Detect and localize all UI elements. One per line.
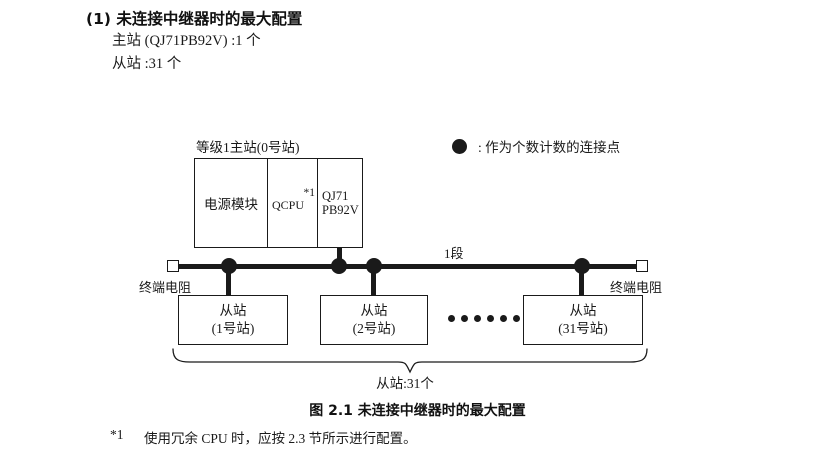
ellipsis-dots	[448, 315, 520, 322]
filled-circle-icon	[452, 138, 467, 154]
ellipsis-dot	[448, 315, 455, 322]
connection-point-slave-31	[574, 258, 590, 274]
ellipsis-dot	[487, 315, 494, 322]
slave-station-31-line1: 从站	[569, 303, 597, 318]
slave-station-1-box: 从站 (1号站)	[178, 295, 288, 345]
legend-text: : 作为个数计数的连接点	[478, 140, 621, 155]
ellipsis-dot	[474, 315, 481, 322]
connection-point-master	[331, 258, 347, 274]
cpu-module-label: QCPU	[272, 197, 305, 212]
segment-label: 1段	[444, 246, 464, 261]
heading-section: (1) 未连接中继器时的最大配置 主站 (QJ71PB92V) :1 个 从站 …	[86, 8, 646, 76]
drop-line-slave-1	[226, 268, 231, 296]
page-title: (1) 未连接中继器时的最大配置	[86, 8, 646, 30]
slave-station-2-line1: 从站	[360, 303, 388, 318]
drop-line-slave-31	[579, 268, 584, 296]
network-module-label-line1: QJ71	[322, 189, 349, 203]
section-number: (1)	[86, 10, 111, 28]
slave-station-2-line2: (2号站)	[352, 321, 396, 336]
terminator-right-label: 终端电阻	[610, 280, 663, 295]
cpu-module-slot: QCPU *1	[268, 159, 318, 247]
figure-caption: 图 2.1 未连接中继器时的最大配置	[0, 400, 821, 420]
connection-point-slave-2	[366, 258, 382, 274]
footnote: *1 使用冗余 CPU 时，应按 2.3 节所示进行配置。	[110, 427, 417, 447]
network-module-label-line2: PB92V	[322, 203, 359, 217]
bus-line	[174, 264, 642, 269]
figure-caption-text: 图 2.1 未连接中继器时的最大配置	[309, 403, 526, 419]
footnote-marker: *1	[110, 427, 124, 442]
master-station-label: 等级1主站(0号站)	[196, 140, 300, 155]
slave-count-label: 从站:31个	[0, 372, 821, 392]
ellipsis-dot	[500, 315, 507, 322]
cpu-footnote-marker: *1	[303, 187, 316, 199]
ellipsis-dot	[461, 315, 468, 322]
footnote-text: 使用冗余 CPU 时，应按 2.3 节所示进行配置。	[144, 431, 417, 446]
ellipsis-dot	[513, 315, 520, 322]
slave-station-1-line2: (1号站)	[211, 321, 255, 336]
terminator-right-icon	[636, 260, 648, 272]
terminator-left-icon	[167, 260, 179, 272]
section-title-text: 未连接中继器时的最大配置	[116, 10, 303, 28]
slave-station-2-box: 从站 (2号站)	[320, 295, 428, 345]
spec-line-master: 主站 (QJ71PB92V) :1 个	[112, 33, 261, 49]
slave-station-31-box: 从站 (31号站)	[523, 295, 643, 345]
legend: : 作为个数计数的连接点	[452, 136, 620, 156]
slave-station-31-line2: (31号站)	[558, 321, 608, 336]
power-supply-module-slot: 电源模块	[195, 159, 268, 247]
slave-count-text: 从站:31个	[376, 376, 434, 391]
slave-count-brace	[170, 348, 650, 379]
connection-point-slave-1	[221, 258, 237, 274]
power-supply-module-label: 电源模块	[204, 197, 258, 212]
spec-line-slave: 从站 :31 个	[112, 56, 182, 72]
terminator-left-label: 终端电阻	[139, 280, 192, 295]
drop-line-slave-2	[371, 268, 376, 296]
slave-station-1-line1: 从站	[219, 303, 247, 318]
